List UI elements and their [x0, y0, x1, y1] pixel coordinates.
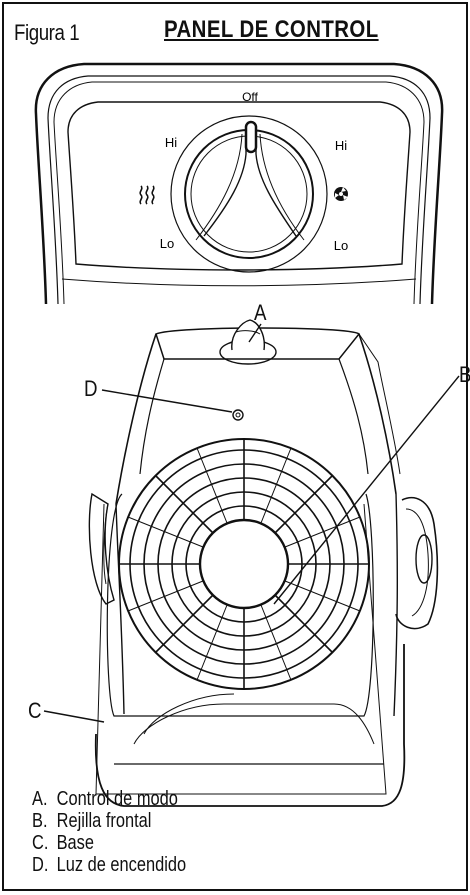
legend-text: Luz de encendido	[56, 854, 187, 876]
callout-c: C	[28, 698, 42, 723]
figure-label: Figura 1	[14, 20, 80, 45]
heater-illustration: Off Hi Lo Hi Lo	[34, 62, 460, 807]
legend-text: Rejilla frontal	[56, 810, 152, 832]
legend-item: D. Luz de encendido	[32, 854, 186, 876]
front-grille-drawing	[118, 438, 370, 690]
callout-b: B	[459, 362, 470, 388]
legend-item: A. Control de modo	[32, 788, 186, 810]
callout-a: A	[254, 300, 267, 325]
dial-fan-hi-label: Hi	[335, 138, 347, 153]
legend-letter: D.	[32, 854, 49, 876]
dial-heat-hi-label: Hi	[165, 135, 177, 150]
callout-lines	[43, 323, 460, 723]
mode-dial	[170, 115, 328, 273]
legend-letter: B.	[32, 810, 48, 832]
heat-waves-icon	[139, 185, 155, 205]
heater-body-drawing	[88, 319, 439, 807]
callout-d: D	[84, 376, 98, 401]
legend-letter: A.	[32, 788, 48, 810]
parts-legend: A. Control de modo B. Rejilla frontal C. Ba…	[32, 788, 186, 876]
dial-heat-lo-label: Lo	[160, 236, 174, 251]
legend-text: Control de modo	[56, 788, 178, 810]
panel-title: PANEL DE CONTROL	[164, 16, 379, 43]
legend-letter: C.	[32, 832, 49, 854]
dial-off-label: Off	[242, 90, 258, 104]
dial-fan-lo-label: Lo	[334, 238, 348, 253]
fan-icon	[334, 187, 348, 201]
legend-item: C. Base	[32, 832, 186, 854]
legend-item: B. Rejilla frontal	[32, 810, 186, 832]
control-panel-drawing	[34, 62, 444, 305]
legend-text: Base	[56, 832, 94, 854]
